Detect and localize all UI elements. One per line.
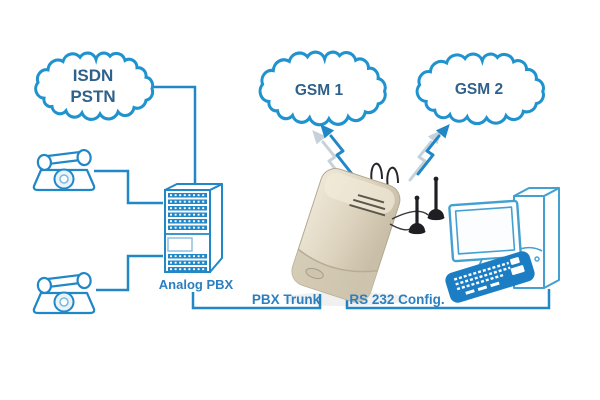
analog-pbx-device bbox=[164, 183, 223, 273]
loop-antenna-icon bbox=[370, 162, 399, 189]
line-cloud-to-pbx bbox=[152, 85, 197, 186]
bracket-rs232 bbox=[345, 289, 551, 310]
pbx-display-panel bbox=[167, 237, 193, 252]
gsm2-label: GSM 2 bbox=[455, 81, 503, 98]
computer-icon bbox=[445, 187, 560, 303]
gsm-gateway-device bbox=[284, 162, 445, 306]
device-logo-badge bbox=[305, 267, 324, 280]
cloud-gsm2: GSM 2 bbox=[415, 52, 545, 126]
isdn-label: ISDN bbox=[73, 66, 114, 85]
lightning-arrow-icon bbox=[319, 123, 354, 176]
pbx-port-rows-top bbox=[168, 193, 207, 230]
pbx-trunk-label: PBX Trunk bbox=[252, 292, 321, 307]
lightning-arrow-icon bbox=[416, 123, 451, 176]
rs232-config-label: RS 232 Config. bbox=[349, 292, 444, 307]
line-phone1-to-pbx bbox=[94, 169, 163, 205]
pstn-label: PSTN bbox=[70, 87, 115, 106]
bracket-pbx-trunk bbox=[191, 292, 322, 310]
gsm1-label: GSM 1 bbox=[295, 82, 344, 99]
telephone-icon bbox=[32, 271, 96, 315]
computer-keyboard bbox=[445, 251, 535, 303]
connection-lines bbox=[94, 85, 551, 310]
pbx-port-rows-bottom bbox=[168, 254, 207, 272]
lightning-arrows bbox=[319, 123, 451, 176]
device-vent-lines bbox=[349, 194, 386, 217]
telephone-icon bbox=[32, 148, 96, 192]
cloud-gsm1: GSM 1 bbox=[258, 50, 387, 127]
cloud-isdn-pstn: ISDN PSTN bbox=[34, 51, 155, 121]
analog-pbx-label: Analog PBX bbox=[159, 277, 234, 292]
line-phone2-to-pbx bbox=[96, 254, 163, 292]
gsm-antenna-icon bbox=[389, 176, 445, 235]
